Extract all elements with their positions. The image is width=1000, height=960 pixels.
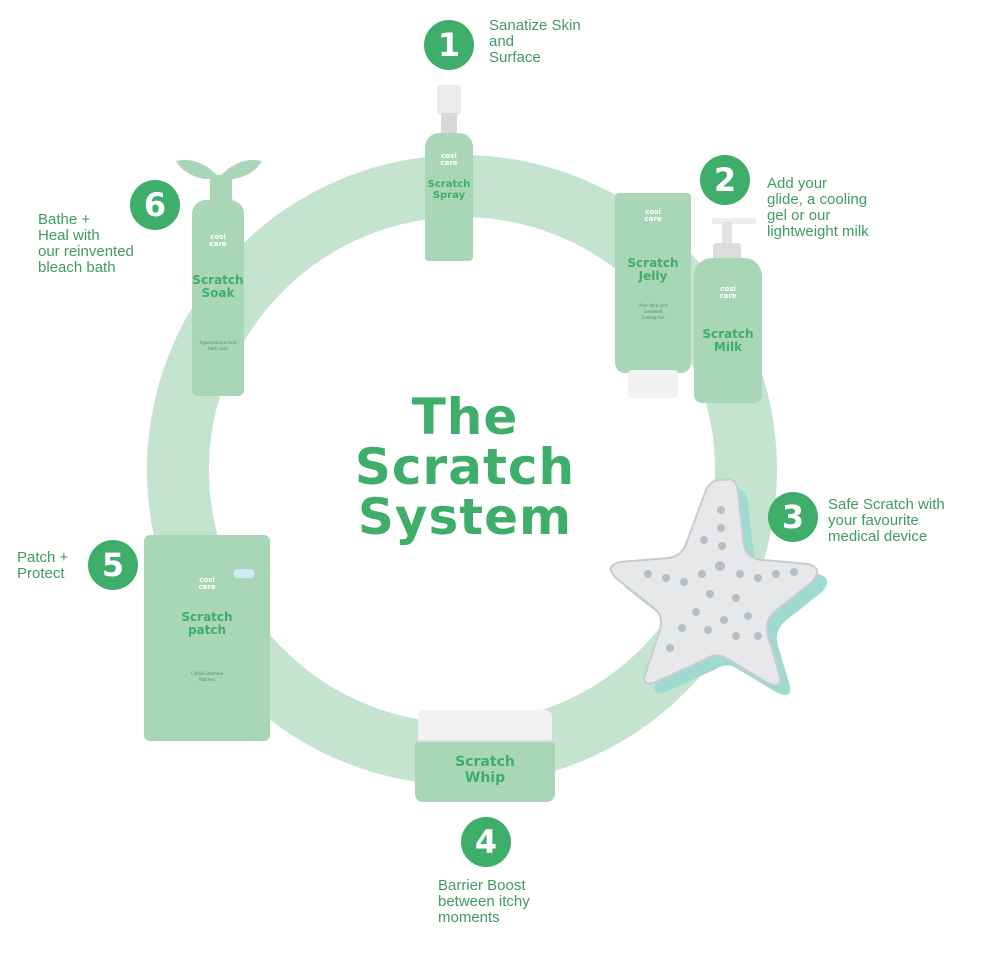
jelly-fine-print: Aloe Vera and Seaweed Cooling Gel [639, 303, 667, 320]
scratch-patch-pouch: cosi care Scratch patch Colloid Oatmeal … [144, 535, 270, 741]
spray-neck [441, 113, 457, 135]
spray-name: Scratch Spray [427, 179, 471, 201]
patch-brand: cosi care [198, 576, 216, 591]
whip-name: Scratch Whip [455, 754, 515, 786]
soak-neck [210, 175, 232, 205]
diagram-title: The Scratch System [330, 392, 600, 542]
patch-tag [234, 569, 254, 578]
milk-body: cosi care Scratch Milk [694, 258, 762, 403]
step-2-text: Add your glide, a cooling gel or our lig… [767, 175, 869, 240]
milk-pump-head [712, 218, 756, 224]
step-3-badge: 3 [768, 492, 818, 542]
soak-fine-print: Hypochlorous Acid bath soak [199, 340, 237, 351]
spray-nozzle [437, 85, 461, 115]
soak-body: cosi care Scratch Soak Hypochlorous Acid… [192, 200, 244, 396]
whip-body: Scratch Whip [415, 742, 555, 802]
patch-name: Scratch patch [181, 610, 233, 637]
soak-brand: cosi care [209, 233, 227, 248]
step-6-badge: 6 [130, 180, 180, 230]
step-4-badge: 4 [461, 817, 511, 867]
step-1-text: Sanatize Skin and Surface [489, 17, 581, 66]
jelly-brand: cosi care [644, 208, 662, 223]
jelly-body: cosi care Scratch Jelly Aloe Vera and Se… [615, 193, 691, 373]
title-line-3: System [357, 488, 573, 546]
step-3-text: Safe Scratch with your favourite medical… [828, 496, 945, 545]
starfish-scratcher-icon [609, 478, 828, 695]
jelly-cap [628, 370, 678, 398]
jelly-name: Scratch Jelly [627, 256, 679, 283]
soak-tail-cap [176, 160, 262, 179]
milk-name: Scratch Milk [702, 327, 754, 354]
title-line-1: The [411, 388, 519, 446]
spray-brand: cosi care [440, 152, 458, 167]
title-line-2: Scratch [354, 438, 576, 496]
whip-lid [418, 710, 552, 744]
step-1-badge: 1 [424, 20, 474, 70]
step-2-badge: 2 [700, 155, 750, 205]
milk-pump-stem [722, 222, 732, 246]
patch-fine-print: Colloid Oatmeal Patches [191, 671, 223, 682]
milk-pump-collar [713, 243, 741, 261]
soak-name: Scratch Soak [192, 273, 244, 300]
step-4-text: Barrier Boost between itchy moments [438, 877, 530, 926]
spray-body: cosi care Scratch Spray [425, 133, 473, 261]
milk-brand: cosi care [719, 285, 737, 300]
step-6-text: Bathe + Heal with our reinvented bleach … [38, 211, 134, 276]
step-5-text: Patch + Protect [17, 549, 69, 582]
step-5-badge: 5 [88, 540, 138, 590]
